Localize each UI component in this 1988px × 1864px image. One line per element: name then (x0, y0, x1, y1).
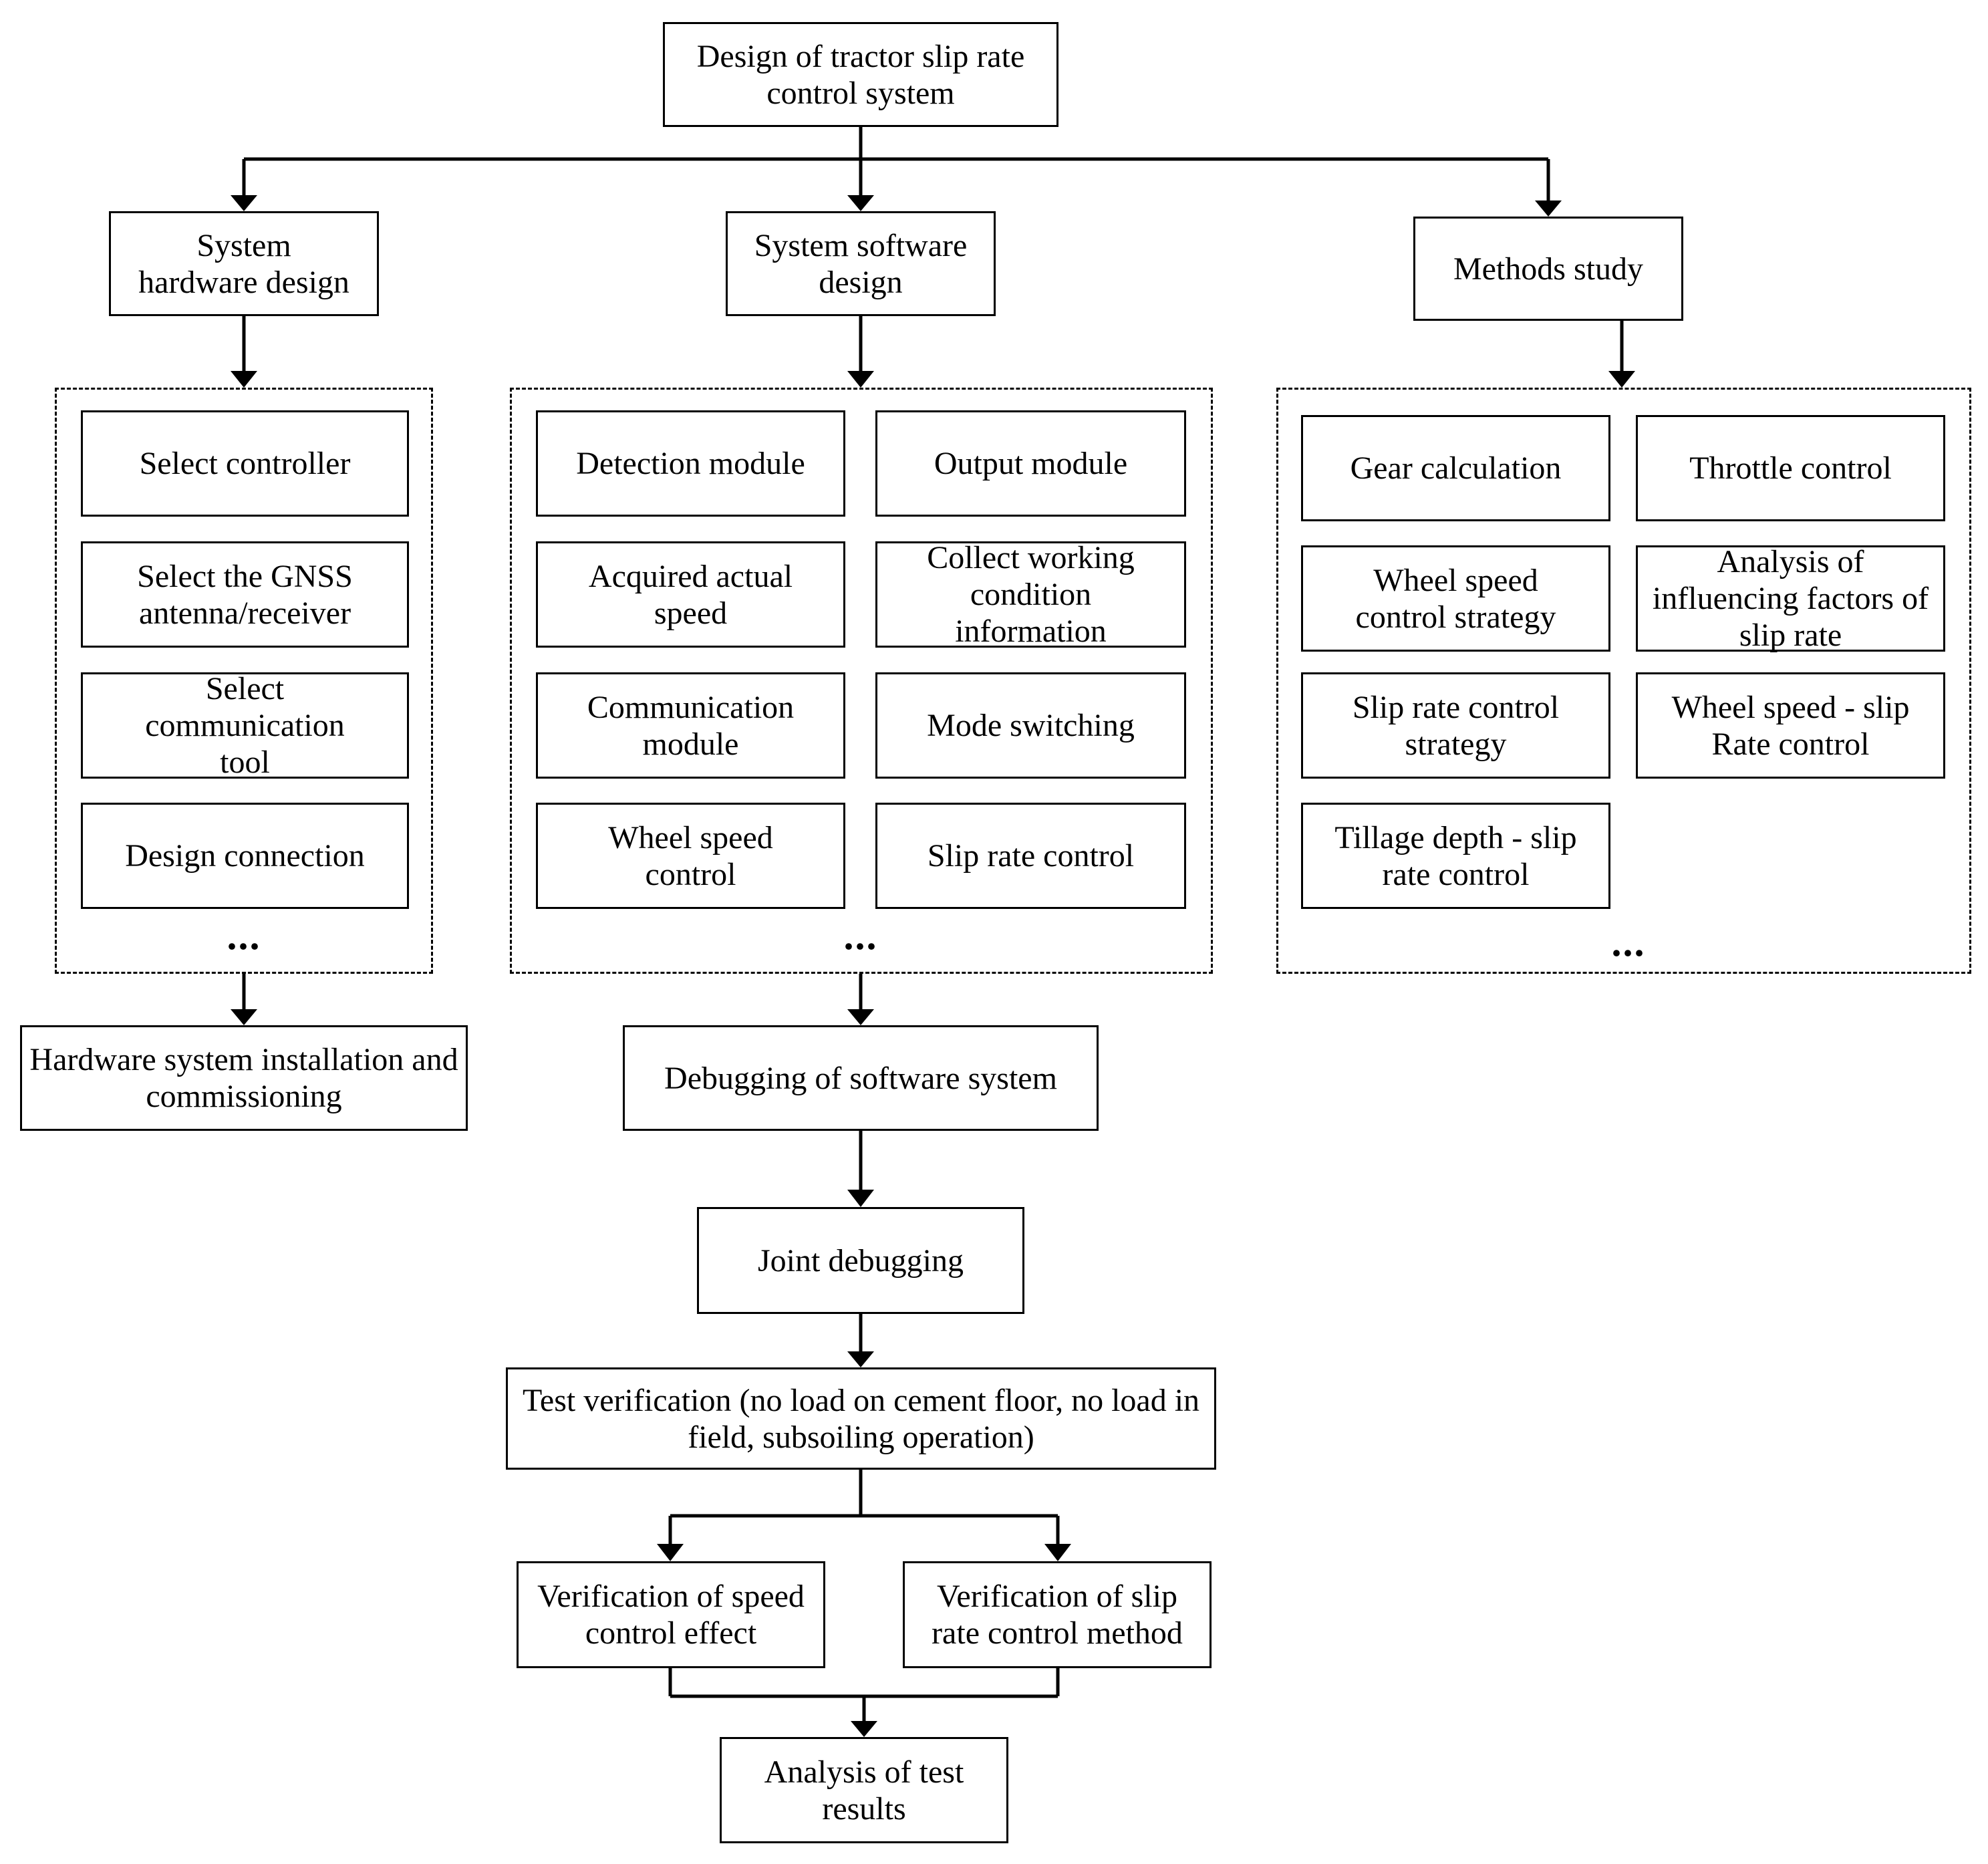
methods-item: Tillage depth - slip rate control (1301, 803, 1610, 909)
arrowhead-hardware-group (231, 371, 257, 388)
arrowhead-software-group (847, 371, 874, 388)
analysis-node: Analysis of test results (720, 1737, 1008, 1843)
methods-study-node: Methods study (1413, 217, 1683, 321)
hardware-item: Select controller (81, 410, 409, 517)
arrowhead-hardware-result (231, 1009, 257, 1025)
test-verification-node: Test verification (no load on cement flo… (506, 1367, 1216, 1470)
arrowhead-software (847, 195, 874, 211)
verify-speed-node: Verification of speed control effect (517, 1561, 825, 1668)
arrowhead-hardware (231, 195, 257, 211)
software-item: Acquired actual speed (536, 541, 845, 648)
joint-debugging-node: Joint debugging (697, 1207, 1024, 1314)
software-group (510, 388, 1213, 974)
methods-group (1276, 388, 1971, 974)
methods-item: Gear calculation (1301, 415, 1610, 521)
hardware-item: Select communication tool (81, 671, 409, 780)
software-debugging-node: Debugging of software system (623, 1025, 1099, 1131)
methods-item: Slip rate control strategy (1301, 672, 1610, 779)
hardware-more-ellipsis: ... (227, 914, 261, 958)
arrowhead-methods-group (1608, 371, 1635, 388)
software-item: Mode switching (875, 672, 1186, 779)
methods-item: Throttle control (1636, 415, 1945, 521)
hardware-group (55, 388, 433, 974)
software-more-ellipsis: ... (843, 914, 878, 958)
methods-item: Analysis of influencing factors of slip … (1636, 544, 1945, 653)
arrowhead-software-result (847, 1009, 874, 1025)
software-item: Wheel speed control (536, 803, 845, 909)
hardware-installation-node: Hardware system installation and commiss… (20, 1025, 468, 1131)
methods-item: Wheel speed - slip Rate control (1636, 672, 1945, 779)
software-item: Communication module (536, 672, 845, 779)
software-item: Output module (875, 410, 1186, 517)
software-item: Collect working condition information (875, 540, 1186, 649)
arrowhead-analysis (851, 1721, 877, 1737)
hardware-item: Design connection (81, 803, 409, 909)
arrowhead-test (847, 1351, 874, 1367)
arrowhead-joint (847, 1190, 874, 1207)
arrowhead-methods (1535, 201, 1562, 217)
verify-slip-node: Verification of slip rate control method (903, 1561, 1212, 1668)
hardware-item: Select the GNSS antenna/receiver (81, 541, 409, 648)
software-item: Slip rate control (875, 803, 1186, 909)
top-node: Design of tractor slip rate control syst… (663, 22, 1058, 127)
hardware-design-node: System hardware design (109, 211, 379, 316)
arrowhead-verify-slip (1044, 1544, 1071, 1561)
software-item: Detection module (536, 410, 845, 517)
arrowhead-verify-speed (657, 1544, 684, 1561)
software-design-node: System software design (726, 211, 996, 316)
methods-item: Wheel speed control strategy (1301, 545, 1610, 652)
methods-more-ellipsis: ... (1611, 920, 1646, 964)
